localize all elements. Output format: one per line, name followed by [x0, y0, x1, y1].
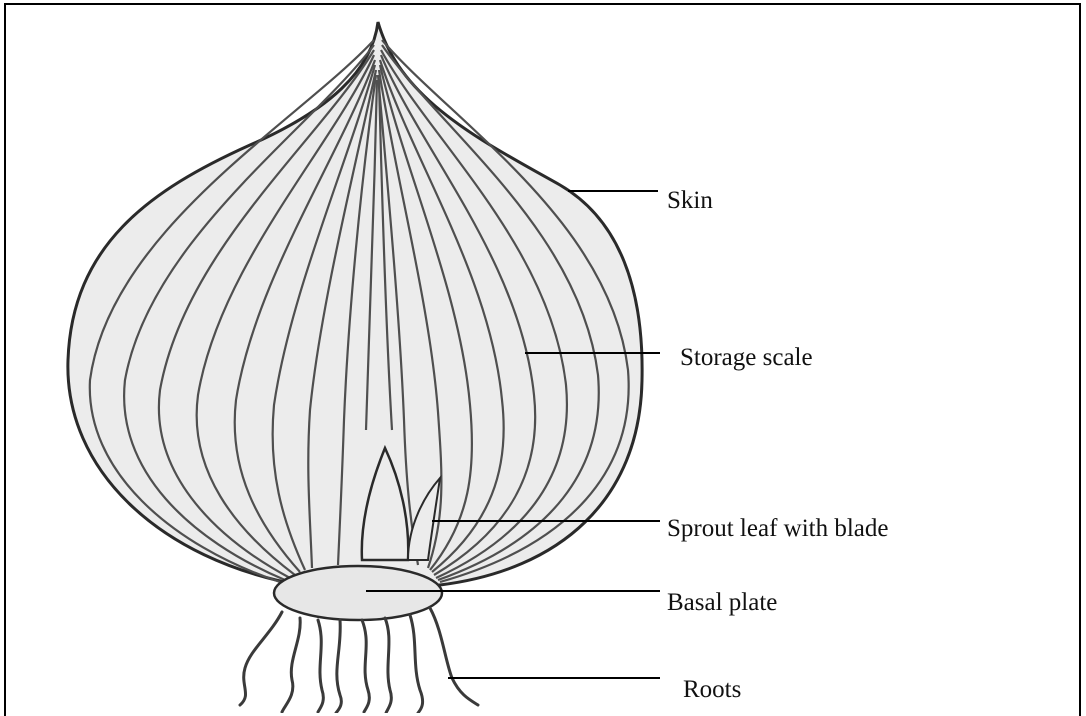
label-skin: Skin: [667, 188, 713, 213]
label-basal-plate: Basal plate: [667, 590, 777, 615]
label-sprout-leaf: Sprout leaf with blade: [667, 516, 888, 541]
label-roots: Roots: [683, 677, 741, 702]
label-storage-scale: Storage scale: [680, 345, 813, 370]
roots: [240, 608, 478, 713]
basal-plate: [274, 566, 442, 620]
